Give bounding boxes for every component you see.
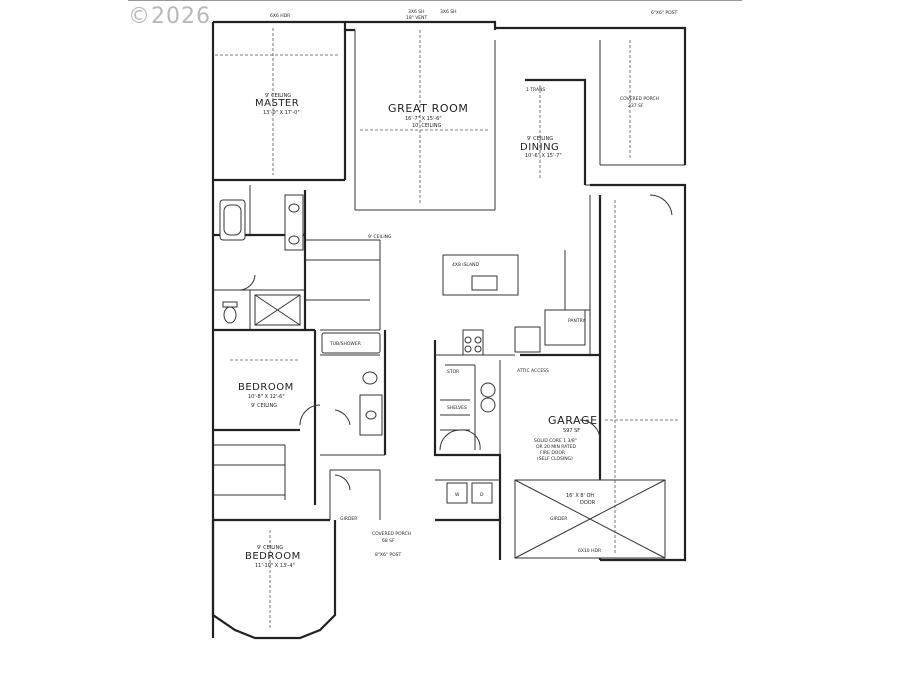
washer-note: W bbox=[455, 492, 460, 498]
bedroom2-ceiling: 9' CEILING bbox=[257, 545, 283, 551]
bedroom2-dims: 11'-10" X 13'-4" bbox=[255, 563, 295, 569]
sink-icon bbox=[288, 203, 300, 213]
bedroom1-dims: 10'-8" X 12'-6" bbox=[248, 394, 285, 400]
doors bbox=[239, 194, 673, 491]
pantry-note: PANTRY bbox=[568, 318, 585, 324]
oh-header-note: 6X10 HDR bbox=[578, 548, 601, 554]
garage-door-note-2: DOOR bbox=[580, 500, 596, 506]
vent-label-note: 18" VENT bbox=[406, 15, 428, 21]
fire-door-note-3: FIRE DOOR bbox=[540, 450, 565, 456]
refrigerator-icon bbox=[514, 326, 541, 353]
fire-door-note-1: SOLID CORE 1 3/8" bbox=[534, 438, 577, 444]
dimension-lines bbox=[215, 28, 680, 630]
great-room-label: GREAT ROOM bbox=[388, 102, 468, 115]
fire-door-note-4: (SELF CLOSING) bbox=[537, 456, 573, 462]
master-ceiling: 9' CEILING bbox=[265, 93, 291, 99]
storage-note: STOR bbox=[447, 369, 459, 375]
great-room-dims: 16'-7" X 15'-6" bbox=[405, 116, 442, 122]
toilet-icon bbox=[362, 371, 378, 385]
front-porch-label: COVERED PORCH bbox=[372, 531, 411, 537]
room-labels: MASTER 13'-0" X 17'-0" 9' CEILING GREAT … bbox=[238, 93, 659, 569]
toilet-icon bbox=[223, 306, 237, 324]
shelves-note: SHELVES bbox=[447, 405, 467, 411]
rear-porch-label: COVERED PORCH bbox=[620, 96, 659, 102]
dryer-note: D bbox=[480, 492, 484, 498]
ceiling-note: 9' CEILING bbox=[368, 234, 392, 240]
post-note: 6"X6" POST bbox=[651, 10, 677, 16]
interior-walls bbox=[213, 30, 685, 560]
fixtures bbox=[219, 194, 666, 559]
garage-area: 597 SF bbox=[563, 428, 580, 434]
header-top-note: 6X6 HDR bbox=[270, 13, 290, 19]
dining-ceiling: 9' CEILING bbox=[527, 136, 553, 142]
plan-notes: 4X8 ISLAND TUB/SHOWER PANTRY SOLID CORE … bbox=[270, 9, 677, 558]
attic-access-note: ATTIC ACCESS bbox=[517, 368, 549, 374]
trans-note: 1 TRANS bbox=[526, 87, 545, 93]
watermark: ©2026 bbox=[128, 4, 211, 29]
master-label: MASTER bbox=[255, 98, 299, 109]
great-room-ceiling: 10' CEILING bbox=[412, 123, 441, 129]
bedroom2-label: BEDROOM bbox=[245, 551, 301, 562]
sink-icon bbox=[288, 235, 300, 245]
master-dims: 13'-0" X 17'-0" bbox=[263, 110, 300, 116]
dining-dims: 10'-6" X 15'-7" bbox=[525, 153, 562, 159]
dryer-icon bbox=[471, 482, 493, 504]
dining-label: DINING bbox=[520, 142, 559, 153]
bedroom1-label: BEDROOM bbox=[238, 382, 294, 393]
porch-post-note: 8"X6" POST bbox=[375, 552, 401, 558]
fire-door-note-2: OR 20 MIN RATED bbox=[536, 444, 577, 450]
girder-garage-note: GIRDER bbox=[550, 516, 567, 522]
tub-shower-note: TUB/SHOWER bbox=[329, 341, 361, 347]
vent-b-note: 3X6 SH bbox=[440, 9, 456, 15]
rear-porch-area: 237 SF bbox=[628, 103, 644, 109]
sink-icon bbox=[365, 410, 377, 420]
vent-a-note: 3X6 SH bbox=[408, 9, 424, 15]
bedroom1-ceiling: 9' CEILING bbox=[251, 403, 277, 409]
washer-icon bbox=[446, 482, 468, 504]
garage-label: GARAGE bbox=[548, 414, 598, 427]
front-porch-area: 68 SF bbox=[382, 538, 395, 544]
island-note: 4X8 ISLAND bbox=[452, 262, 479, 268]
girder-left-note: GIRDER bbox=[340, 516, 357, 522]
garage-door-note-1: 16' X 8' OH bbox=[566, 493, 594, 499]
